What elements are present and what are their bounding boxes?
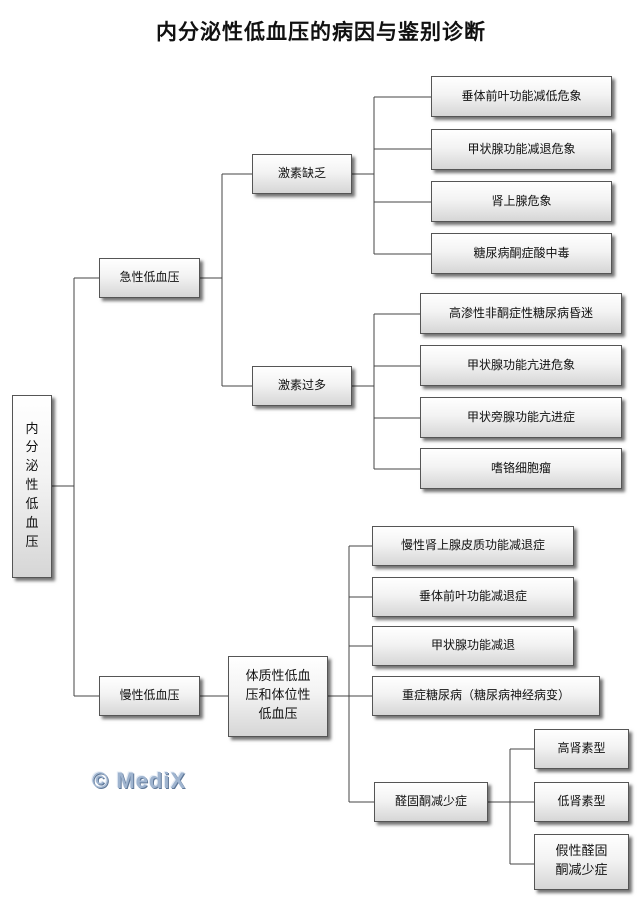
connector-root [52,277,99,697]
acute-hypotension-node: 急性低血压 [99,258,200,298]
excess-item: 嗜铬细胞瘤 [420,448,622,489]
connector-acute [200,173,252,387]
deficiency-item: 甲状腺功能减退危象 [431,129,612,170]
deficiency-item: 肾上腺危象 [431,181,612,222]
deficiency-item: 垂体前叶功能减低危象 [431,76,612,117]
excess-item: 甲状腺功能亢进危象 [420,345,622,386]
root-node-char: 血 [25,515,39,531]
medix-watermark: © MediX [92,768,187,793]
chronic-item: 甲状腺功能减退 [372,626,574,666]
root-node-char: 低 [25,496,39,512]
excess-item: 甲状旁腺功能亢进症 [420,397,622,438]
root-node: 内分泌性低血压 [12,395,52,578]
chronic-hypotension-node: 慢性低血压 [99,676,200,716]
chronic-item: 重症糖尿病（糖尿病神经病变） [372,676,600,716]
chronic-item: 垂体前叶功能减退症 [372,577,574,617]
chronic-item: 慢性肾上腺皮质功能减退症 [372,526,574,566]
root-node-char: 分 [25,440,39,456]
root-node-char: 性 [25,478,39,494]
hormone-excess-node: 激素过多 [252,366,352,406]
aldosterone-deficiency-node: 醛固酮减少症 [374,782,488,822]
aldo-subtype-item: 高肾素型 [534,729,629,769]
constitutional-orthostatic-node: 体质性低血 压和体位性 低血压 [228,656,328,737]
constitutional-orthostatic-label: 体质性低血 压和体位性 低血压 [245,669,311,722]
root-node-char: 内 [25,421,39,437]
connector-deficiency [352,96,431,255]
connector-aldo [488,748,534,865]
pseudo-hypoaldosteronism-label: 假性醛固 酮减少症 [555,844,608,878]
aldo-subtype-item: 低肾素型 [534,782,629,822]
deficiency-item: 糖尿病酮症酸中毒 [431,233,612,274]
aldo-subtype-item: 假性醛固 酮减少症 [534,834,629,890]
diagram-title: 内分泌性低血压的病因与鉴别诊断 [156,20,486,44]
root-node-char: 泌 [25,459,39,475]
hormone-deficiency-node: 激素缺乏 [252,154,352,194]
connector-mid [328,545,374,803]
root-node-char: 压 [25,534,39,550]
connector-excess [352,313,420,470]
excess-item: 高渗性非酮症性糖尿病昏迷 [420,293,622,334]
